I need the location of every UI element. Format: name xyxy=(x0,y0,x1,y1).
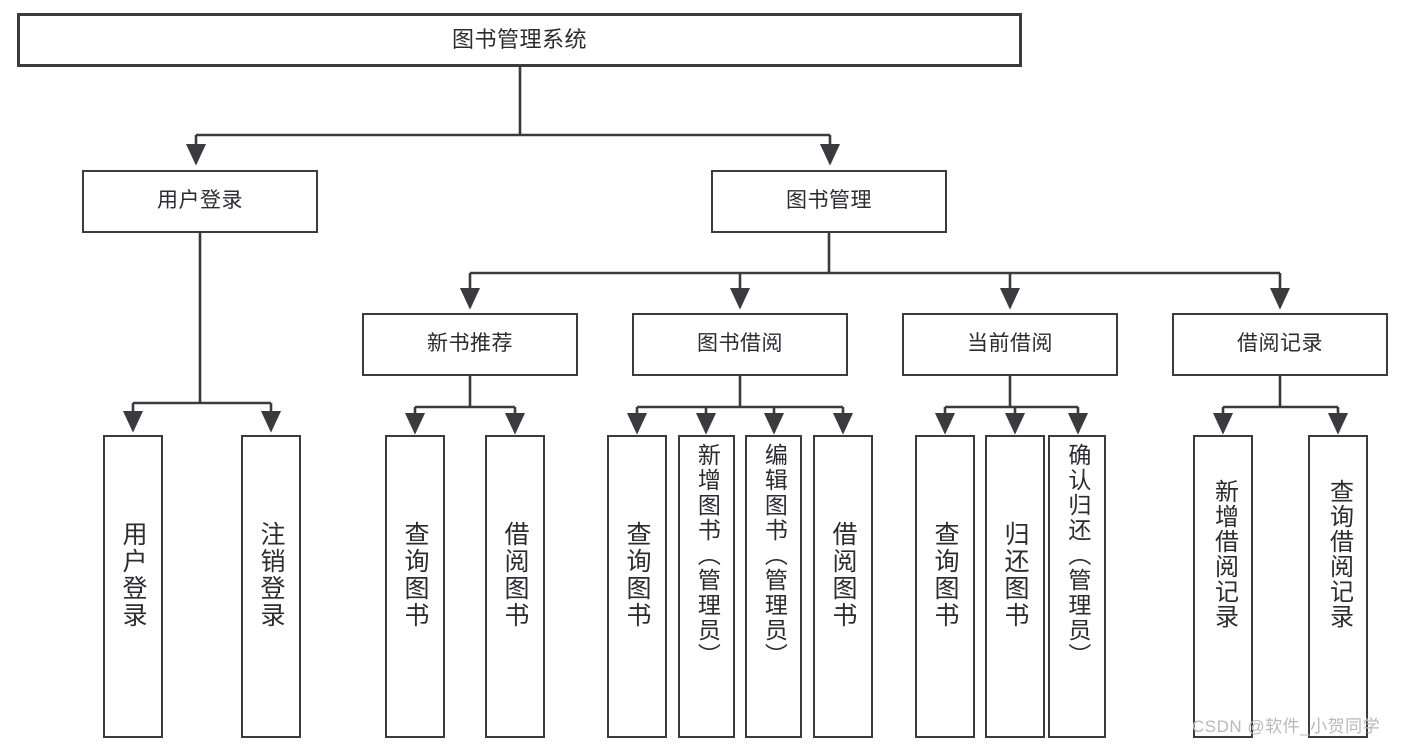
node-label: 图书管理 xyxy=(786,189,872,213)
node-label: 归还图书 xyxy=(1001,521,1029,629)
leaf-current-borrow-return[interactable]: 归还图书 xyxy=(985,435,1045,738)
node-borrow-record[interactable]: 借阅记录 xyxy=(1172,313,1388,376)
node-label: 编辑图书（管理员） xyxy=(761,443,788,668)
leaf-user-login-login[interactable]: 用户登录 xyxy=(103,435,163,738)
node-label: 图书借阅 xyxy=(697,332,783,356)
node-new-book-recommend[interactable]: 新书推荐 xyxy=(362,313,578,376)
node-book-borrow[interactable]: 图书借阅 xyxy=(632,313,848,376)
leaf-user-login-logout[interactable]: 注销登录 xyxy=(241,435,301,738)
leaf-book-borrow-query[interactable]: 查询图书 xyxy=(607,435,667,738)
node-label: 查询图书 xyxy=(931,521,959,629)
node-label: 借阅记录 xyxy=(1237,332,1323,356)
node-label: 确认归还（管理员） xyxy=(1064,443,1091,668)
leaf-borrow-record-add[interactable]: 新增借阅记录 xyxy=(1193,435,1253,738)
csdn-watermark: CSDN @软件_小贺同学 xyxy=(1192,717,1381,736)
leaf-current-borrow-confirm-return[interactable]: 确认归还（管理员） xyxy=(1048,435,1106,738)
node-current-borrow[interactable]: 当前借阅 xyxy=(902,313,1118,376)
leaf-new-book-borrow[interactable]: 借阅图书 xyxy=(485,435,545,738)
node-label: 图书管理系统 xyxy=(451,27,587,53)
node-label: 借阅图书 xyxy=(829,521,857,629)
leaf-book-borrow-borrow[interactable]: 借阅图书 xyxy=(813,435,873,738)
node-label: 注销登录 xyxy=(257,521,285,629)
leaf-current-borrow-query[interactable]: 查询图书 xyxy=(915,435,975,738)
node-label: 当前借阅 xyxy=(967,332,1053,356)
node-root-system[interactable]: 图书管理系统 xyxy=(17,13,1022,67)
node-label: 新书推荐 xyxy=(427,332,513,356)
node-label: 查询图书 xyxy=(401,521,429,629)
node-label: 用户登录 xyxy=(157,189,243,213)
node-label: 新增图书（管理员） xyxy=(694,443,721,668)
node-label: 新增借阅记录 xyxy=(1210,479,1238,629)
node-label: 用户登录 xyxy=(119,521,147,629)
leaf-borrow-record-query[interactable]: 查询借阅记录 xyxy=(1308,435,1368,738)
node-user-login[interactable]: 用户登录 xyxy=(82,170,318,233)
node-label: 查询图书 xyxy=(623,521,651,629)
leaf-book-borrow-edit[interactable]: 编辑图书（管理员） xyxy=(745,435,802,738)
node-book-management[interactable]: 图书管理 xyxy=(711,170,947,233)
node-label: 查询借阅记录 xyxy=(1325,479,1353,629)
leaf-new-book-query[interactable]: 查询图书 xyxy=(385,435,445,738)
leaf-book-borrow-add[interactable]: 新增图书（管理员） xyxy=(678,435,735,738)
node-label: 借阅图书 xyxy=(501,521,529,629)
